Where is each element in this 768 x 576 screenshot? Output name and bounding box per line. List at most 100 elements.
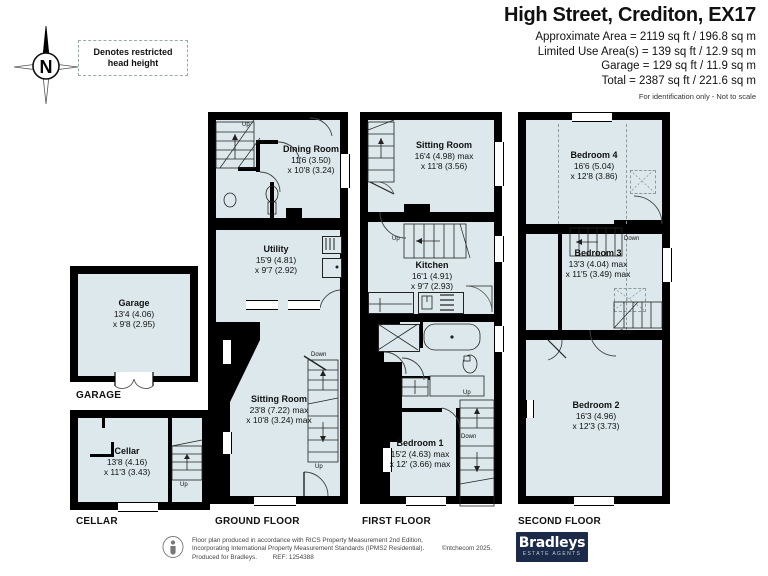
first-window-sitting-right <box>494 142 504 186</box>
area-garage: Garage = 129 sq ft / 11.9 sq m <box>601 60 756 72</box>
ground-room-fill-utility <box>216 230 340 308</box>
ground-utility-appliance-upper <box>322 236 342 254</box>
area-limited-use: Limited Use Area(s) = 139 sq ft / 12.9 s… <box>537 45 756 58</box>
footer-line3: Produced for Bradleys. <box>192 553 258 561</box>
footer-line1: Floor plan produced in accordance with R… <box>192 537 423 544</box>
ground-window-utility-bottom-b <box>288 300 320 310</box>
stair-label-ground-up2: Up <box>315 464 323 470</box>
ground-sitting-room-shape <box>216 308 340 496</box>
area-total: Total = 2387 sq ft / 221.6 sq m <box>601 74 756 87</box>
ground-stairs-down-up <box>303 355 339 497</box>
first-room-fill-sitting <box>368 120 494 212</box>
bradleys-logo: Bradleys ESTATE AGENTS <box>516 532 588 562</box>
stair-label-first-up2: Up <box>463 390 471 396</box>
first-wall-bath-divider <box>420 322 423 348</box>
stair-label-first-up: Up <box>392 236 400 242</box>
floor-first: Up <box>360 112 504 507</box>
ground-wall-dining-top <box>256 140 278 144</box>
ground-window-right-upper <box>340 154 350 188</box>
second-window-bed4-top <box>572 112 612 122</box>
ground-utility-appliance-lower <box>322 258 342 278</box>
second-wall-stair-block <box>614 220 662 228</box>
cellar-wall-stub-top <box>102 418 105 428</box>
first-window-bed1-left <box>382 448 392 472</box>
first-lower-shape <box>368 222 494 496</box>
first-kitchen-counter-left <box>368 292 414 314</box>
floor-second: Down Down Bedroom 4 16'6 (5.04) x 12'8 (… <box>518 112 672 506</box>
floor-label-second: SECOND FLOOR <box>518 516 601 527</box>
second-wall-bed3-bed2 <box>526 330 662 340</box>
second-stairs-upper <box>569 195 663 257</box>
ground-stairs-up <box>215 117 333 215</box>
second-window-bed3-right <box>662 248 672 282</box>
garage-door-swing <box>114 372 154 389</box>
second-window-bed2-left <box>526 400 534 418</box>
ground-wall-dining-hall <box>256 140 260 172</box>
stair-label-cellar-up: Up <box>180 482 188 488</box>
second-wall-landing-left <box>558 234 562 340</box>
floor-ground: Up <box>208 112 350 506</box>
first-stairs-right <box>441 399 495 507</box>
first-window-bath-right <box>494 326 504 352</box>
second-restricted-line-left <box>558 124 559 224</box>
page-title: High Street, Crediton, EX17 <box>504 4 756 26</box>
first-kitchen-unit-mid <box>418 292 464 314</box>
floor-garage: Garage 13'4 (4.06) x 9'8 (2.95) <box>70 266 198 389</box>
first-window-bed1-bottom <box>406 496 446 506</box>
first-wall-kitchen-bath <box>368 314 494 322</box>
stair-label-ground-down: Down <box>311 352 327 358</box>
second-restricted-box-bed4 <box>630 170 656 194</box>
footer-copyright: ©ntchecom 2025. <box>441 545 493 553</box>
first-kitchen-fixture-detail <box>368 285 493 313</box>
cellar-wall-stair-partition <box>168 418 172 502</box>
ground-wall-wc-right <box>270 182 274 218</box>
first-wall-bed1-right <box>456 408 460 496</box>
ground-window-sitting-bottom <box>254 496 296 506</box>
second-room-fill-bed2 <box>526 340 662 496</box>
first-stairs-topleft <box>367 119 395 195</box>
brand-name: Bradleys <box>518 535 586 551</box>
first-stairs-mid <box>379 211 471 259</box>
person-icon <box>162 536 184 558</box>
ground-window-sitting-left2 <box>222 432 232 454</box>
ground-wall-utility-notch <box>286 208 302 220</box>
footer-text: Floor plan produced in accordance with R… <box>192 537 492 562</box>
cellar-stairs <box>171 439 203 481</box>
first-window-kitchen-right <box>494 236 504 262</box>
ground-room-fill-upper <box>216 120 340 218</box>
ground-wall-hall-lower <box>238 167 260 171</box>
garage-room-fill <box>78 274 190 376</box>
brand-subtitle: ESTATE AGENTS <box>522 551 582 557</box>
first-wall-sitting-kitchen <box>368 212 494 222</box>
stair-label-first-down: Down <box>461 434 477 440</box>
cellar-window-bottom <box>118 502 158 512</box>
floor-label-first: FIRST FLOOR <box>362 516 431 527</box>
area-summary: Approximate Area = 2119 sq ft / 196.8 sq… <box>535 30 756 88</box>
second-room-fill-bed4 <box>526 120 662 224</box>
ground-window-sitting-left <box>222 340 232 364</box>
first-wall-bed1-top <box>390 408 442 412</box>
legend-text: Denotes restricted head height <box>93 47 173 68</box>
second-restricted-line-landing <box>626 234 627 330</box>
footer-ref: REF: 1254388 <box>272 553 314 561</box>
second-restricted-cross-marks <box>613 169 655 311</box>
compass-north-letter: N <box>40 57 53 77</box>
cellar-wall-stub-mid <box>90 454 114 457</box>
floor-label-ground: GROUND FLOOR <box>215 516 300 527</box>
ground-wall-utility-top <box>216 218 340 230</box>
stair-label-ground-up: Up <box>242 122 250 128</box>
second-wall-bed4-landing <box>526 224 662 234</box>
compass-rose: N <box>8 20 84 106</box>
scale-disclaimer: For identification only - Not to scale <box>638 92 756 101</box>
stair-label-second-down2: Down <box>620 330 636 336</box>
second-window-bed2-bottom <box>574 496 614 506</box>
ground-window-utility-bottom-a <box>246 300 278 310</box>
second-room-fill-bed3 <box>526 234 662 330</box>
footer-line2: Incorporating International Property Mea… <box>192 545 425 553</box>
second-restricted-box-landing <box>614 288 646 312</box>
legend-restricted-height: Denotes restricted head height <box>78 40 188 76</box>
second-stairs-lower <box>547 301 663 361</box>
second-restricted-line-right <box>626 124 627 224</box>
stair-label-second-down: Down <box>624 236 640 242</box>
